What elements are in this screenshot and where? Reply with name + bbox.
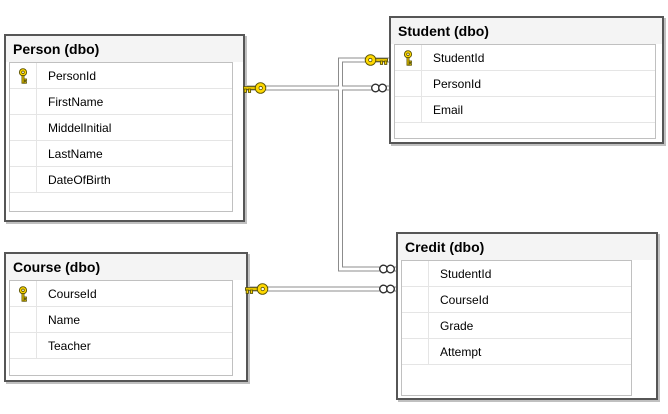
empty-icon-cell [10,307,37,332]
column-row-studentid[interactable]: StudentId [395,45,655,71]
table-student[interactable]: Student (dbo) StudentId PersonId Email [389,16,664,144]
table-student-columns: StudentId PersonId Email [394,44,656,139]
many-side-infinity-icon [379,264,395,274]
primary-key-icon [10,281,37,306]
empty-icon-cell [10,167,37,192]
column-row-teacher[interactable]: Teacher [10,333,232,359]
empty-icon-cell [395,97,422,122]
column-row-personid[interactable]: PersonId [10,63,232,89]
column-name: StudentId [433,50,485,65]
column-name: Name [48,312,81,327]
column-name: Attempt [440,344,482,359]
table-course-header[interactable]: Course (dbo) [6,254,246,280]
empty-icon-cell [395,71,422,96]
table-person-columns: PersonId FirstName MiddelInitial LastNam… [9,62,233,212]
one-side-key-icon [243,82,267,94]
column-row-dateofbirth[interactable]: DateOfBirth [10,167,232,193]
column-name: CourseId [440,292,489,307]
many-side-infinity-icon [379,284,395,294]
column-name: DateOfBirth [48,172,111,187]
empty-icon-cell [402,261,429,286]
one-side-key-icon [245,283,269,295]
empty-grid-area [402,365,631,395]
column-name: PersonId [433,76,482,91]
table-credit-columns: StudentId CourseId Grade Attempt [401,260,632,396]
empty-grid-area [395,123,655,138]
column-name: Teacher [48,338,91,353]
empty-icon-cell [402,339,429,364]
column-name: PersonId [48,68,97,83]
column-name: Email [433,102,464,117]
table-course-columns: CourseId Name Teacher [9,280,233,376]
table-credit-header[interactable]: Credit (dbo) [398,234,656,260]
table-student-header[interactable]: Student (dbo) [391,18,662,44]
table-person[interactable]: Person (dbo) PersonId FirstName MiddelIn… [4,34,245,222]
column-row-email[interactable]: Email [395,97,655,123]
table-credit[interactable]: Credit (dbo) StudentId CourseId Grade At… [396,232,658,400]
empty-icon-cell [10,115,37,140]
column-name: MiddelInitial [48,120,112,135]
column-row-middelinitial[interactable]: MiddelInitial [10,115,232,141]
column-row-studentid[interactable]: StudentId [402,261,631,287]
table-course[interactable]: Course (dbo) CourseId Name Teacher [4,252,248,382]
column-row-lastname[interactable]: LastName [10,141,232,167]
empty-grid-area [10,193,232,211]
column-row-attempt[interactable]: Attempt [402,339,631,365]
column-row-firstname[interactable]: FirstName [10,89,232,115]
empty-icon-cell [10,89,37,114]
column-name: LastName [48,146,103,161]
empty-icon-cell [10,141,37,166]
many-side-infinity-icon [371,83,387,93]
column-name: CourseId [48,286,97,301]
column-name: Grade [440,318,474,333]
empty-icon-cell [10,333,37,358]
one-side-key-icon [364,54,388,66]
column-row-name[interactable]: Name [10,307,232,333]
column-row-grade[interactable]: Grade [402,313,631,339]
column-row-courseid[interactable]: CourseId [402,287,631,313]
primary-key-icon [10,63,37,88]
column-row-courseid[interactable]: CourseId [10,281,232,307]
empty-icon-cell [402,313,429,338]
empty-icon-cell [402,287,429,312]
table-person-header[interactable]: Person (dbo) [6,36,243,62]
column-name: StudentId [440,266,492,281]
column-row-personid[interactable]: PersonId [395,71,655,97]
primary-key-icon [395,45,422,70]
empty-grid-area [10,359,232,375]
column-name: FirstName [48,94,104,109]
